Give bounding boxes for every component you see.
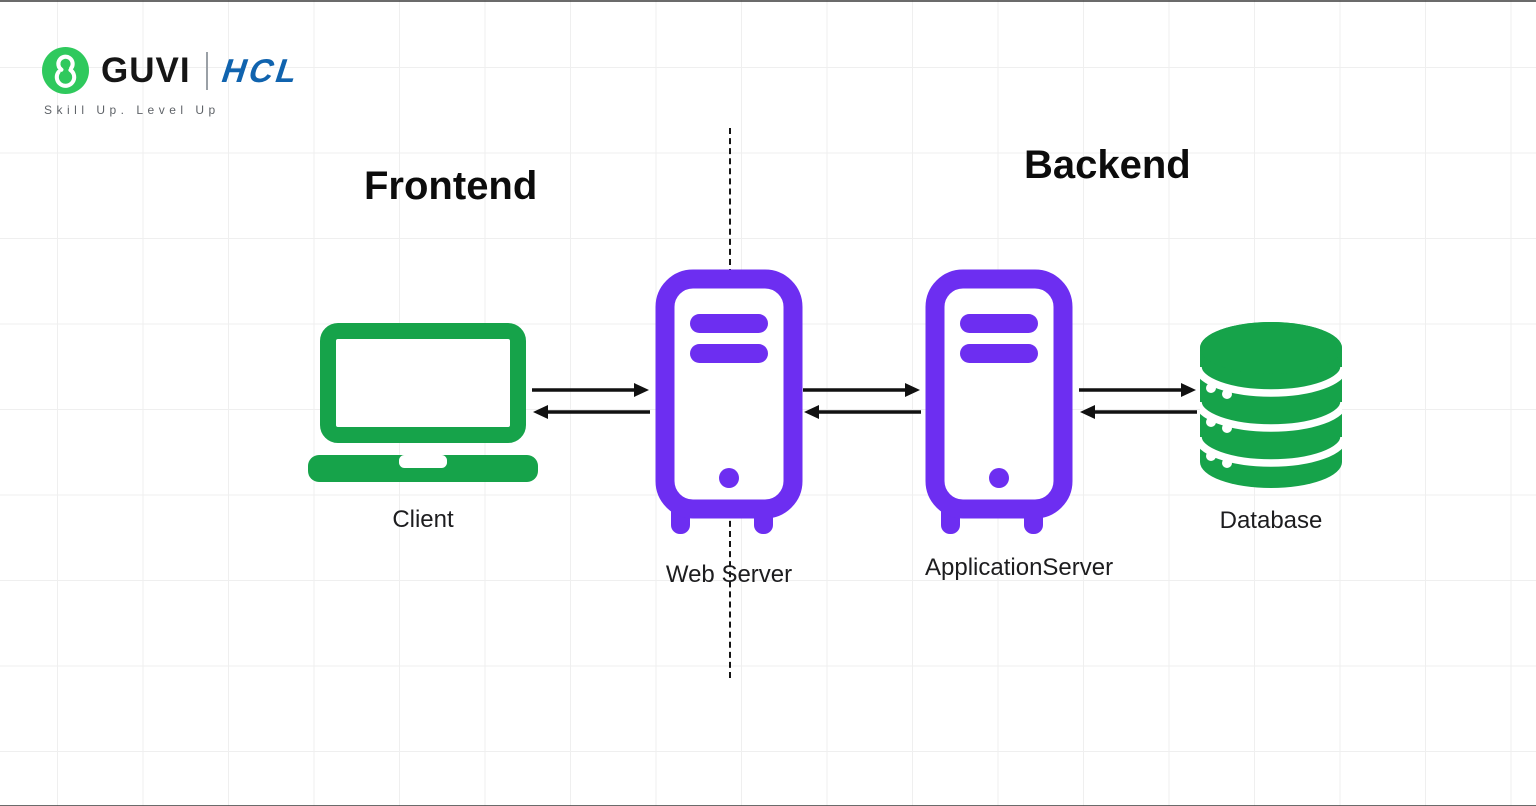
web-server-node: Web Server	[655, 269, 803, 588]
backend-heading: Backend	[1024, 143, 1191, 187]
bidirectional-arrows-icon	[532, 383, 650, 419]
application-server-node: ApplicationServer	[925, 269, 1113, 581]
database-cylinder-icon	[1194, 322, 1348, 488]
laptop-icon	[308, 323, 538, 482]
appserver-database-arrows	[1078, 381, 1198, 426]
database-label: Database	[1219, 507, 1323, 534]
client-label: Client	[392, 506, 454, 533]
bidirectional-arrows-icon	[1079, 383, 1197, 419]
application-server-label: ApplicationServer	[925, 554, 1114, 581]
frontend-heading: Frontend	[364, 164, 538, 208]
guvi-g-glyph	[54, 54, 77, 88]
brand-header: GUVI HCL	[42, 47, 306, 94]
guvi-logo-icon	[42, 47, 89, 94]
database-node: Database	[1194, 322, 1348, 534]
logo-divider	[205, 51, 208, 90]
webserver-appserver-arrows	[802, 381, 922, 426]
client-webserver-arrows	[531, 381, 651, 426]
top-border-line	[0, 0, 1536, 2]
guvi-wordmark: GUVI	[101, 50, 191, 90]
brand-tagline: Skill Up. Level Up	[44, 103, 220, 117]
server-tower-icon	[925, 269, 1073, 534]
bidirectional-arrows-icon	[803, 383, 921, 419]
server-tower-icon	[655, 269, 803, 534]
client-node: Client	[305, 318, 541, 533]
bottom-border-line	[0, 804, 1536, 806]
hcl-wordmark: HCL	[216, 51, 306, 89]
web-server-label: Web Server	[665, 561, 793, 588]
